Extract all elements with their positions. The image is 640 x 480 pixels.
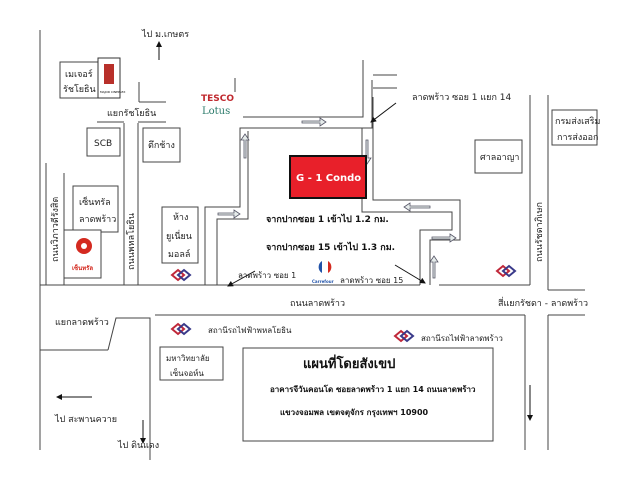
lotus-logo: Lotus xyxy=(202,106,230,117)
university-label-2: เซ็นจอห์น xyxy=(170,368,204,378)
major-logo-text: MAJOR CINEPLEX xyxy=(100,90,125,94)
central-logo-text: เซ็นทรัล xyxy=(72,263,93,272)
mrt-icon xyxy=(394,330,414,342)
university-box xyxy=(159,346,224,381)
central-label-1: เซ็นทรัล xyxy=(79,195,111,208)
from-soi15-label: จากปากซอย 15 เข้าไป 1.3 กม. xyxy=(266,241,395,253)
to-dindaeng-label: ไป ดินแดง xyxy=(117,440,159,451)
pointer-soi1-14 xyxy=(370,102,397,123)
court-label: ศาลอาญา xyxy=(480,153,519,163)
union-label-1: ห้าง xyxy=(173,212,188,223)
g1-condo-box xyxy=(289,155,367,199)
ratchayothin-junction-label: แยกรัชโยธิน xyxy=(107,108,156,119)
vibhavadi-label: ถนนวิภาวดีรังสิต xyxy=(50,197,61,262)
g1-condo-label: G - 1 Condo xyxy=(296,173,361,184)
info-box xyxy=(242,347,494,442)
soi1-yaek14-label: ลาดพร้าว ซอย 1 แยก 14 xyxy=(412,92,511,103)
mrt-icon xyxy=(171,269,191,281)
to-kaset-label: ไป ม.เกษตร xyxy=(141,29,189,40)
university-label-1: มหาวิทยาลัย xyxy=(166,354,210,363)
carrefour-label: Carrefour xyxy=(312,279,334,284)
phahonyothin-label: ถนนพหลโยธิน xyxy=(126,213,137,270)
to-saphankhwai-label: ไป สะพานควาย xyxy=(54,414,117,425)
mrt-phahon-label: สถานีรถไฟฟ้าพหลโยธิน xyxy=(208,325,292,335)
pointer-soi15 xyxy=(394,264,426,284)
central-box xyxy=(72,185,119,233)
scb-box xyxy=(86,127,121,157)
ladprao-road-label: ถนนลาดพร้าว xyxy=(290,298,345,309)
dep-box xyxy=(551,109,598,146)
ladprao-junction-label: แยกลาดพร้าว xyxy=(55,317,109,328)
dep-label-2: การส่งออก xyxy=(557,133,598,143)
route-arrows xyxy=(217,117,457,279)
tesco-logo: TESCO xyxy=(201,94,234,104)
ratchada-ladprao-label: สี่แยกรัชดา - ลาดพร้าว xyxy=(498,296,588,309)
court-box xyxy=(474,139,523,174)
address-line-2: แขวงจอมพล เขตจตุจักร กรุงเทพฯ 10900 xyxy=(280,408,429,418)
carrefour-logo-icon xyxy=(318,261,322,273)
mrt-icon xyxy=(496,265,516,277)
dep-label-1: กรมส่งเสริม xyxy=(555,116,601,127)
soi1-label: ลาดพร้าว ซอย 1 xyxy=(238,271,296,280)
tuk-chang-box xyxy=(142,127,181,163)
major-label: เมเจอร์ xyxy=(65,68,93,80)
tuk-chang-label: ตึกช้าง xyxy=(148,140,175,151)
union-label-3: มอลล์ xyxy=(168,248,190,260)
from-soi1-label: จากปากซอย 1 เข้าไป 1.2 กม. xyxy=(266,213,389,225)
major-label-2: รัชโยธิน xyxy=(63,84,96,95)
union-label-2: ยูเนี่ยน xyxy=(166,229,192,242)
central-logo-box xyxy=(63,229,102,279)
mrt-icon xyxy=(171,323,191,335)
central-label-2: ลาดพร้าว xyxy=(79,214,116,225)
union-mall-box xyxy=(161,206,199,264)
soi15-label: ลาดพร้าว ซอย 15 xyxy=(340,276,403,285)
address-line-1: อาคารจีวันคอนโด ซอยลาดพร้าว 1 แยก 14 ถนน… xyxy=(270,384,476,394)
mrt-ladprao-label: สถานีรถไฟฟ้าลาดพร้าว xyxy=(421,334,503,343)
scb-label: SCB xyxy=(94,139,112,149)
map-title: แผนที่โดยสังเขป xyxy=(303,354,395,372)
major-box xyxy=(59,61,99,99)
ratchadaphisek-label: ถนนรัชดาภิเษก xyxy=(534,202,545,262)
pointer-soi1 xyxy=(227,270,256,287)
